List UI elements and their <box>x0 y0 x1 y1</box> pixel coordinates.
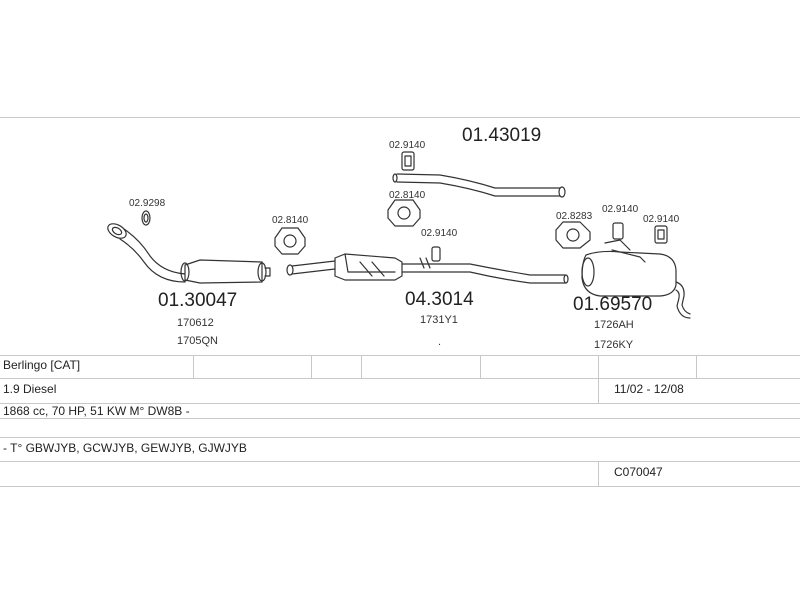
row-divider <box>0 461 800 462</box>
fitting-code-label: 02.8140 <box>389 190 426 201</box>
column-divider <box>598 461 599 486</box>
row-divider <box>0 437 800 438</box>
dot-mark: . <box>438 336 441 348</box>
rear-silencer-part <box>581 239 691 319</box>
fitting-code-label: 02.8140 <box>272 215 309 226</box>
column-divider <box>311 355 312 378</box>
mid-pipe-part <box>286 253 569 284</box>
rubber-hanger-icon <box>654 225 668 244</box>
engine-description: 1.9 Diesel <box>3 382 57 396</box>
row-divider <box>0 378 800 379</box>
catalogue-code: C070047 <box>614 465 663 479</box>
gasket-icon <box>141 210 151 226</box>
part-number-label: 04.3014 <box>405 289 474 310</box>
flange-gasket-icon <box>387 199 421 227</box>
rubber-hanger-icon <box>431 246 441 262</box>
rubber-hanger-icon <box>401 151 415 171</box>
top-border-line <box>0 117 800 118</box>
row-divider <box>0 403 800 404</box>
part-number-label: 01.69570 <box>573 294 652 315</box>
part-reference-label: 1726AH <box>594 319 634 331</box>
part-reference-label: 1731Y1 <box>420 314 458 326</box>
fitting-code-label: 02.9140 <box>389 140 426 151</box>
fitting-code-label: 02.8283 <box>556 211 593 222</box>
column-divider <box>361 355 362 378</box>
fitting-code-label: 02.9298 <box>129 198 166 209</box>
vehicle-types: - T° GBWJYB, GCWJYB, GEWJYB, GJWJYB <box>3 441 247 455</box>
column-divider <box>193 355 194 378</box>
fitting-code-label: 02.9140 <box>602 204 639 215</box>
rubber-hanger-icon <box>612 222 624 240</box>
flange-gasket-icon <box>555 221 591 249</box>
column-divider <box>696 355 697 378</box>
part-reference-label: 1726KY <box>594 339 634 351</box>
part-reference-label: 170612 <box>177 317 214 329</box>
column-divider <box>480 355 481 378</box>
flange-gasket-icon <box>274 227 306 255</box>
column-divider <box>598 378 599 403</box>
engine-specs: 1868 cc, 70 HP, 51 KW M° DW8B - <box>3 404 190 418</box>
row-divider <box>0 486 800 487</box>
fitting-code-label: 02.9140 <box>421 228 458 239</box>
production-years: 11/02 - 12/08 <box>614 382 684 396</box>
row-divider <box>0 355 800 356</box>
front-pipe-part <box>107 223 271 284</box>
assembly-number-label: 01.43019 <box>462 125 541 146</box>
vehicle-model: Berlingo [CAT] <box>3 358 81 372</box>
fitting-code-label: 02.9140 <box>643 214 680 225</box>
alt-pipe-part <box>392 173 566 198</box>
row-divider <box>0 418 800 419</box>
column-divider <box>598 355 599 378</box>
part-number-label: 01.30047 <box>158 290 237 311</box>
part-reference-label: 1705QN <box>177 335 218 347</box>
